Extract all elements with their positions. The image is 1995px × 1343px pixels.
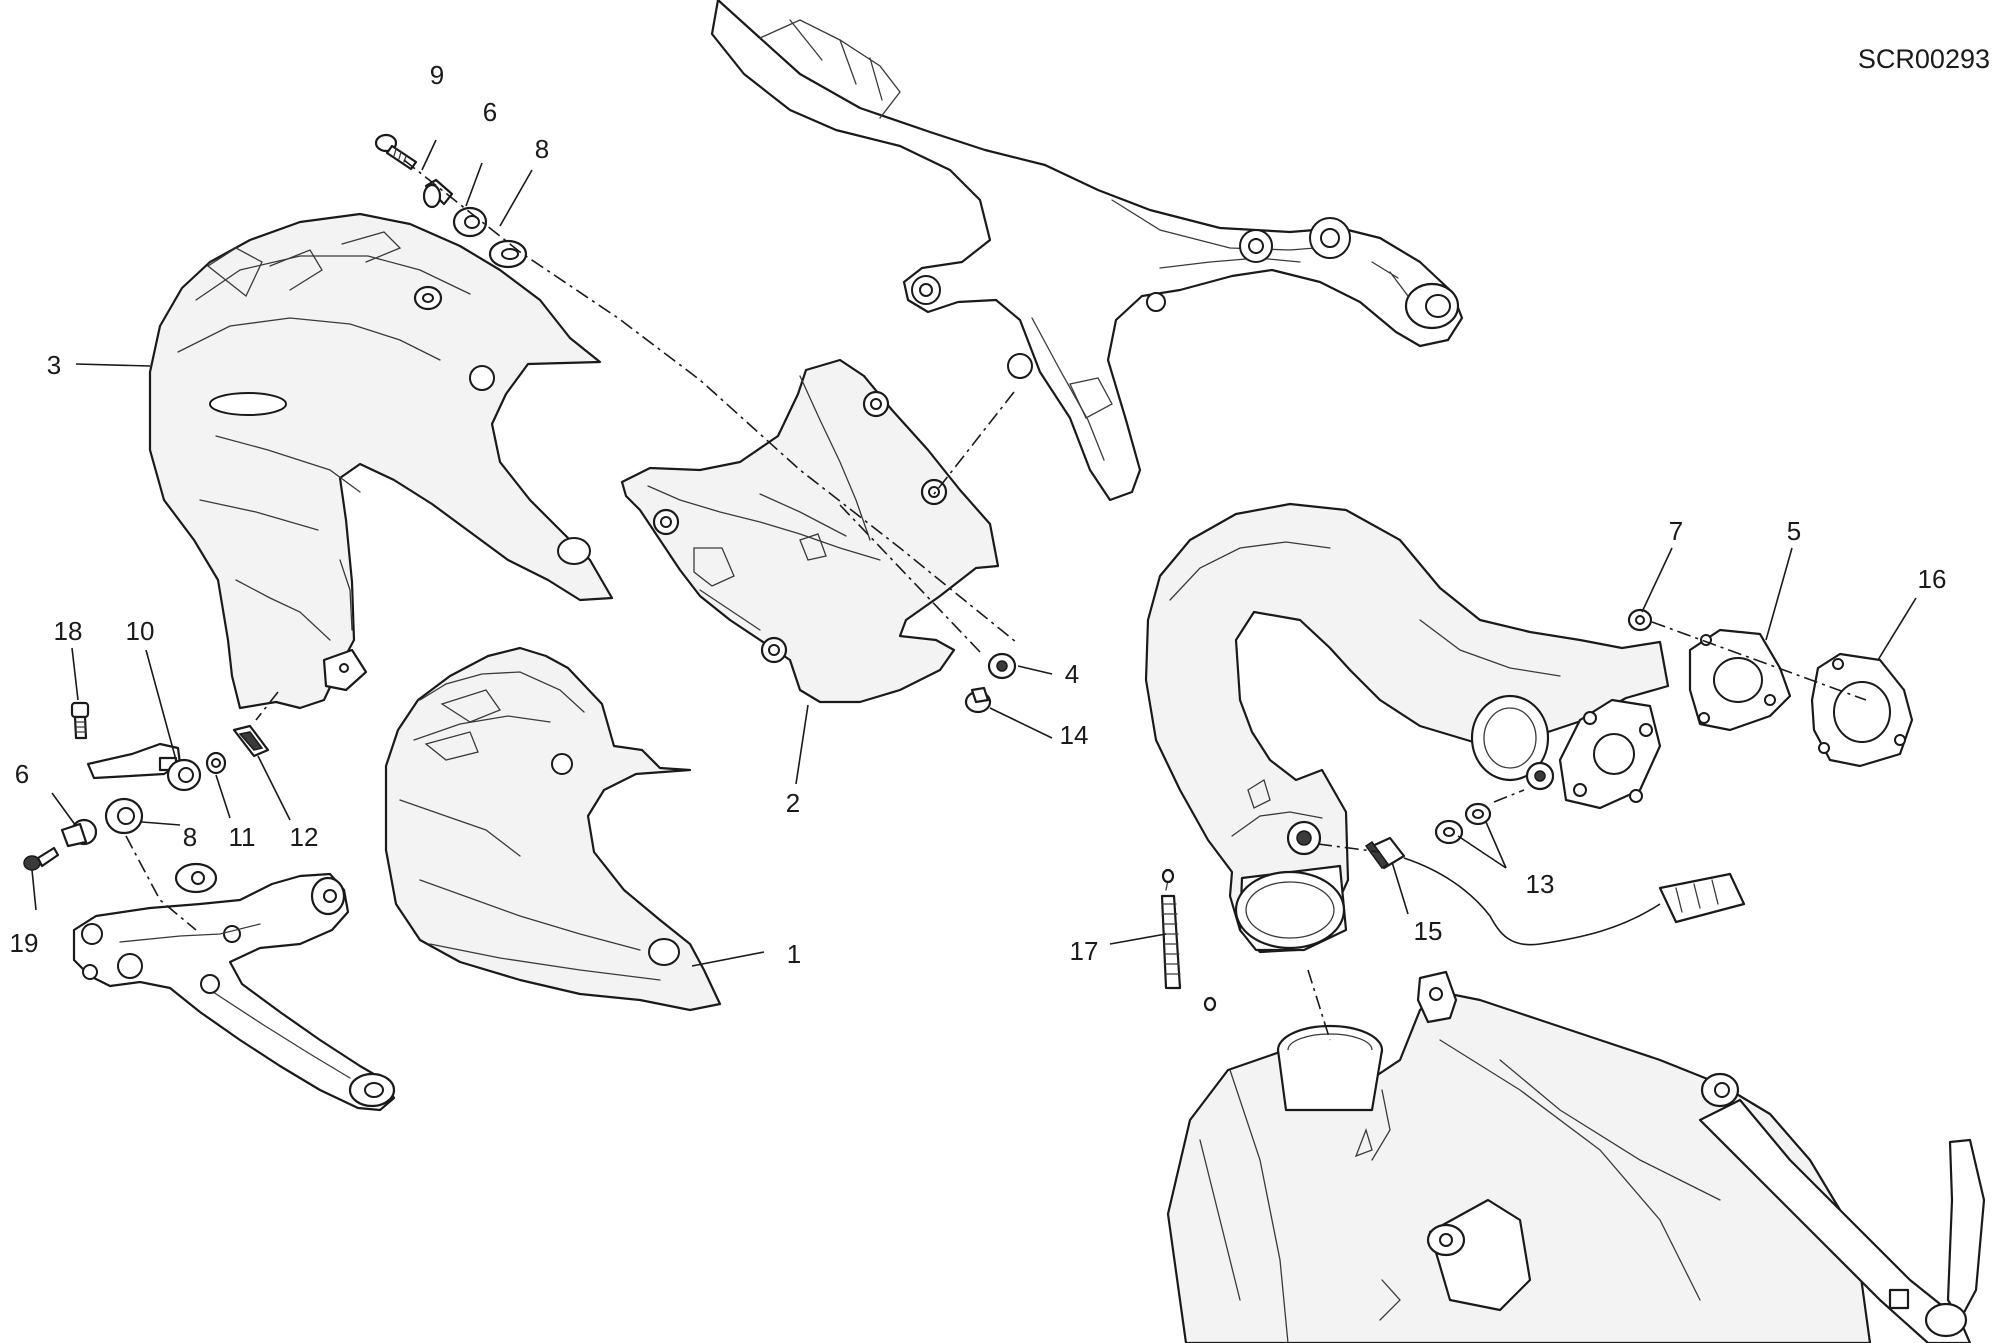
- gasket-16: [1810, 652, 1914, 768]
- lambda-sensor-15: [1364, 836, 1746, 946]
- callout-19: 19: [10, 928, 39, 958]
- gaskets-13: [1434, 802, 1492, 845]
- heat-shield-2: [620, 358, 1000, 704]
- callout-4: 4: [1065, 659, 1079, 689]
- heat-shield-1: [384, 646, 722, 1012]
- callout-14: 14: [1060, 720, 1089, 750]
- silencer: [1166, 970, 1986, 1343]
- callout-3: 3: [47, 350, 61, 380]
- callout-8-top: 8: [535, 134, 549, 164]
- callout-16: 16: [1918, 564, 1947, 594]
- grommet-10: [166, 758, 202, 792]
- grommet-8-top: [452, 206, 488, 238]
- grommet-8-left: [104, 797, 144, 835]
- rear-subframe: [710, 0, 1464, 502]
- screw-19: [23, 846, 60, 871]
- heat-shield-3: [148, 212, 614, 710]
- callout-15: 15: [1414, 916, 1443, 946]
- bracket-10: [86, 742, 182, 780]
- clip-nut-12: [232, 724, 270, 758]
- nut-4: [987, 652, 1017, 680]
- callout-7: 7: [1669, 516, 1683, 546]
- leader-lines: [31, 139, 1917, 967]
- nut-7: [1627, 608, 1653, 632]
- exhaust-header: [1144, 502, 1670, 954]
- grommet-shield-3: [413, 239, 528, 311]
- callout-9: 9: [430, 60, 444, 90]
- callout-8-left: 8: [183, 822, 197, 852]
- diagram-code: SCR00293: [1858, 44, 1990, 74]
- assembly-lines: [125, 159, 1867, 1041]
- callout-6-top: 6: [483, 97, 497, 127]
- callout-12: 12: [290, 822, 319, 852]
- callout-17: 17: [1070, 936, 1099, 966]
- callout-10: 10: [126, 616, 155, 646]
- spring-17: [1160, 868, 1217, 1012]
- callout-11: 11: [229, 822, 256, 852]
- screw-18: [70, 701, 90, 740]
- callout-2: 2: [786, 788, 800, 818]
- footrest-bracket: [72, 862, 396, 1112]
- washer-11: [205, 751, 227, 775]
- callout-1: 1: [787, 939, 801, 969]
- screw-14: [964, 686, 992, 714]
- callout-5: 5: [1787, 516, 1801, 546]
- bushing-6-left: [60, 818, 98, 848]
- callout-13: 13: [1526, 869, 1555, 899]
- callout-18: 18: [54, 616, 83, 646]
- bushing-6-top: [422, 178, 454, 209]
- callouts: 9 6 8 3 2 4 14 1 18 10 6 8 11 12 19 17 1…: [10, 60, 1947, 969]
- flange-5: [1688, 628, 1792, 732]
- callout-6-left: 6: [15, 759, 29, 789]
